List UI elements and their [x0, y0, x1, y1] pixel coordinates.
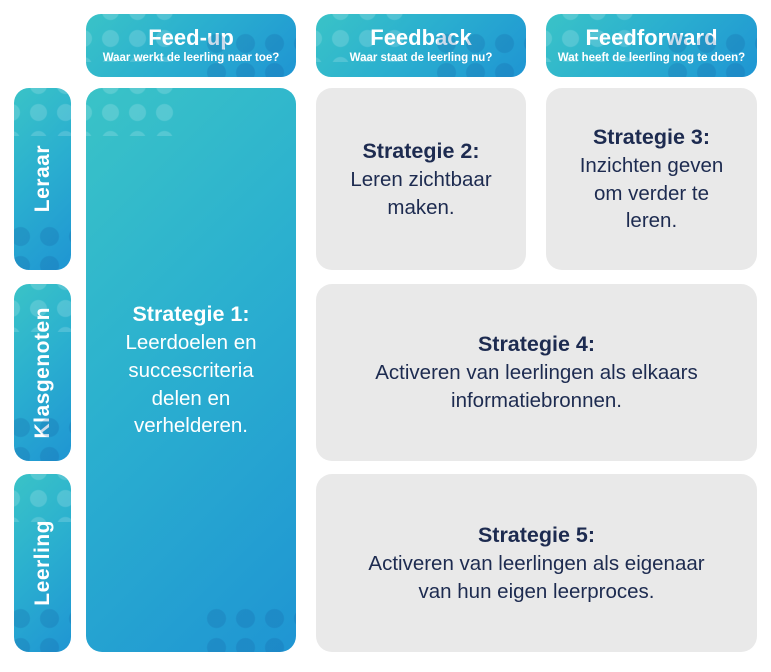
- strategy-body: Activeren van leerlingen als eigenaar va…: [368, 551, 705, 603]
- strategy-title: Strategie 3:: [592, 124, 711, 149]
- row-label-klasgenoten: Klasgenoten: [14, 284, 71, 461]
- strategy-3-box: Strategie 3: Inzichten geven om verder t…: [546, 88, 757, 270]
- strategy-body: Inzichten geven om verder te leren.: [579, 154, 724, 233]
- column-header-feed-up: Feed-up Waar werkt de leerling naar toe?: [86, 14, 296, 77]
- strategy-2-box: Strategie 2: Leren zichtbaar maken.: [316, 88, 526, 270]
- row-label-text: Leerling: [30, 520, 54, 606]
- strategy-body: Activeren van leerlingen als elkaars inf…: [375, 361, 698, 412]
- column-subtitle: Wat heeft de leerling nog te doen?: [557, 52, 746, 65]
- row-label-text: Klasgenoten: [30, 306, 54, 439]
- column-subtitle: Waar staat de leerling nu?: [349, 52, 493, 65]
- strategy-title: Strategie 2:: [362, 138, 480, 163]
- column-header-feedforward: Feedforward Wat heeft de leerling nog te…: [546, 14, 757, 77]
- row-label-leraar: Leraar: [14, 88, 71, 270]
- row-label-text: Leraar: [30, 145, 54, 213]
- strategy-4-box: Strategie 4: Activeren van leerlingen al…: [316, 284, 757, 461]
- column-title: Feedforward: [585, 25, 718, 51]
- strategy-title: Strategie 4:: [477, 332, 596, 357]
- column-header-feedback: Feedback Waar staat de leerling nu?: [316, 14, 526, 77]
- strategy-title: Strategie 5:: [477, 522, 596, 547]
- column-subtitle: Waar werkt de leerling naar toe?: [102, 52, 280, 65]
- row-label-leerling: Leerling: [14, 474, 71, 652]
- strategy-body: Leerdoelen en succescriteria delen en ve…: [125, 331, 257, 438]
- strategy-title: Strategie 1:: [132, 302, 250, 327]
- column-title: Feed-up: [148, 25, 234, 51]
- strategy-body: Leren zichtbaar maken.: [350, 167, 492, 219]
- column-title: Feedback: [370, 25, 472, 51]
- strategy-5-box: Strategie 5: Activeren van leerlingen al…: [316, 474, 757, 652]
- strategy-1-box: Strategie 1: Leerdoelen en succescriteri…: [86, 88, 296, 652]
